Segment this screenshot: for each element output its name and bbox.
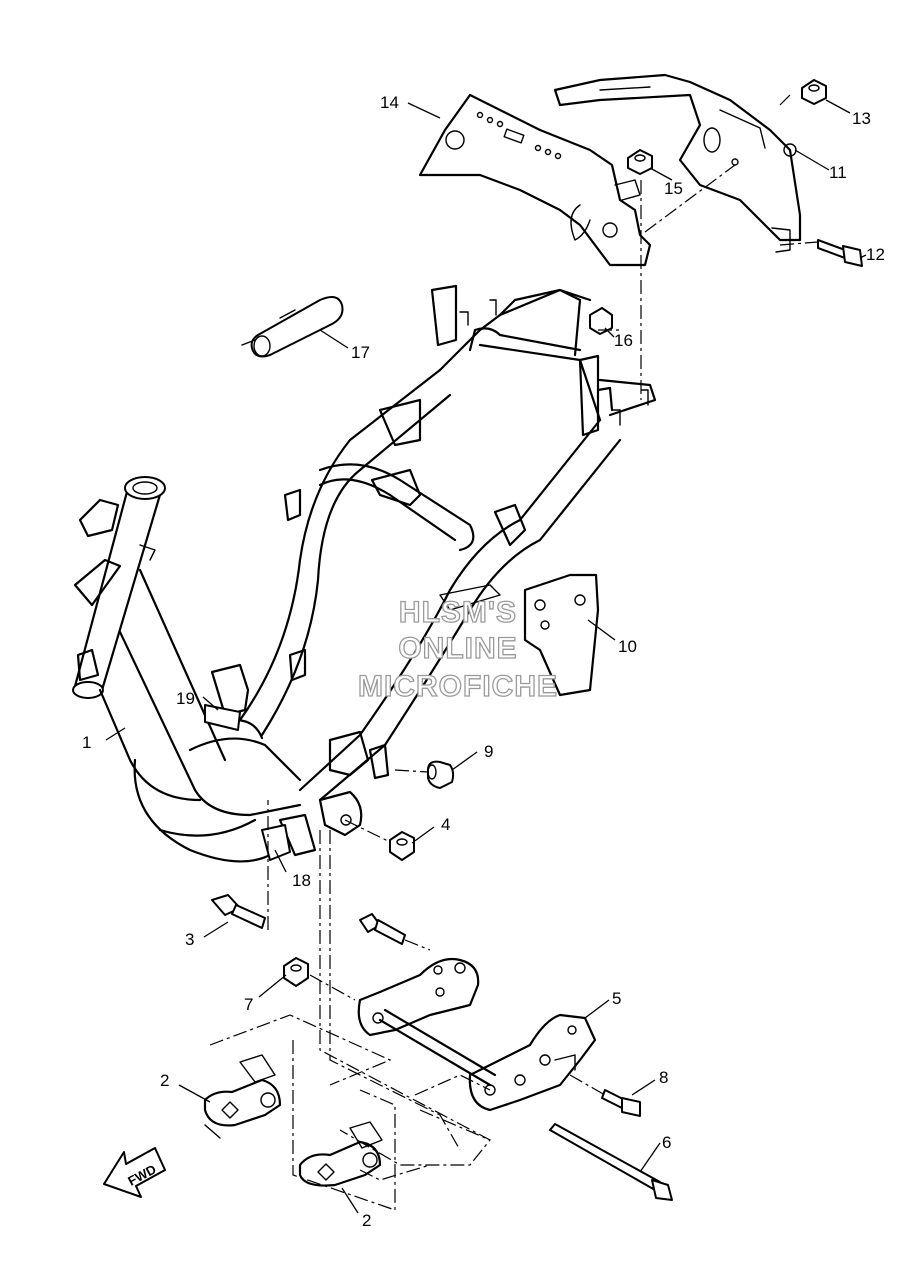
leader-lines	[105, 99, 867, 1214]
watermark-line-2: ONLINE	[398, 632, 517, 665]
callout-16: 16	[614, 331, 633, 350]
callout-19: 19	[176, 689, 195, 708]
part-2-damper-upper	[203, 1054, 282, 1139]
callout-4: 4	[441, 815, 450, 834]
part-13-nut	[801, 79, 827, 105]
watermark: HLSM'S ONLINE MICROFICHE	[357, 595, 558, 703]
main-frame	[72, 284, 657, 863]
part-8-bolt	[601, 1089, 641, 1117]
part-16-clip	[589, 307, 613, 335]
part-17-damper	[241, 295, 344, 358]
callout-5: 5	[612, 989, 621, 1008]
part-2-damper-lower	[298, 1121, 383, 1187]
callout-2-lower: 2	[362, 1211, 371, 1230]
callout-labels: 1 2 2 3 4 5 6 7 8 9 10 11 12 13 14 15 16…	[82, 93, 885, 1230]
callout-8: 8	[659, 1068, 668, 1087]
part-18-collar	[261, 824, 291, 861]
callout-3: 3	[185, 930, 194, 949]
callout-6: 6	[662, 1133, 671, 1152]
callout-13: 13	[852, 109, 871, 128]
part-5-engine-bracket	[357, 957, 597, 1112]
upper-mount-bolt	[359, 913, 406, 945]
part-11-bracket	[553, 73, 802, 253]
callout-2-upper: 2	[160, 1071, 169, 1090]
watermark-line-3: MICROFICHE	[358, 670, 558, 703]
part-7-nut	[283, 957, 309, 987]
callout-12: 12	[866, 245, 885, 264]
part-10-plate	[439, 573, 600, 697]
part-19-collar	[204, 704, 241, 731]
fwd-arrow-icon: FWD	[103, 1147, 166, 1198]
callout-18: 18	[292, 871, 311, 890]
part-14-bracket	[418, 93, 652, 267]
callout-17: 17	[351, 343, 370, 362]
callout-11: 11	[829, 163, 847, 182]
callout-10: 10	[618, 637, 637, 656]
watermark-line-1: HLSM'S	[399, 596, 517, 629]
part-12-bolt	[817, 239, 863, 267]
callout-9: 9	[484, 742, 493, 761]
callout-1: 1	[82, 733, 91, 752]
part-4-nut	[389, 831, 415, 861]
part-15-nut	[627, 149, 653, 175]
callout-15: 15	[664, 179, 683, 198]
part-9-bushing	[427, 760, 455, 789]
callout-14: 14	[380, 93, 399, 112]
part-6-long-bolt	[549, 1123, 673, 1201]
part-3-bolt	[211, 894, 266, 929]
reference-lines	[209, 94, 819, 1211]
callout-7: 7	[244, 995, 253, 1014]
